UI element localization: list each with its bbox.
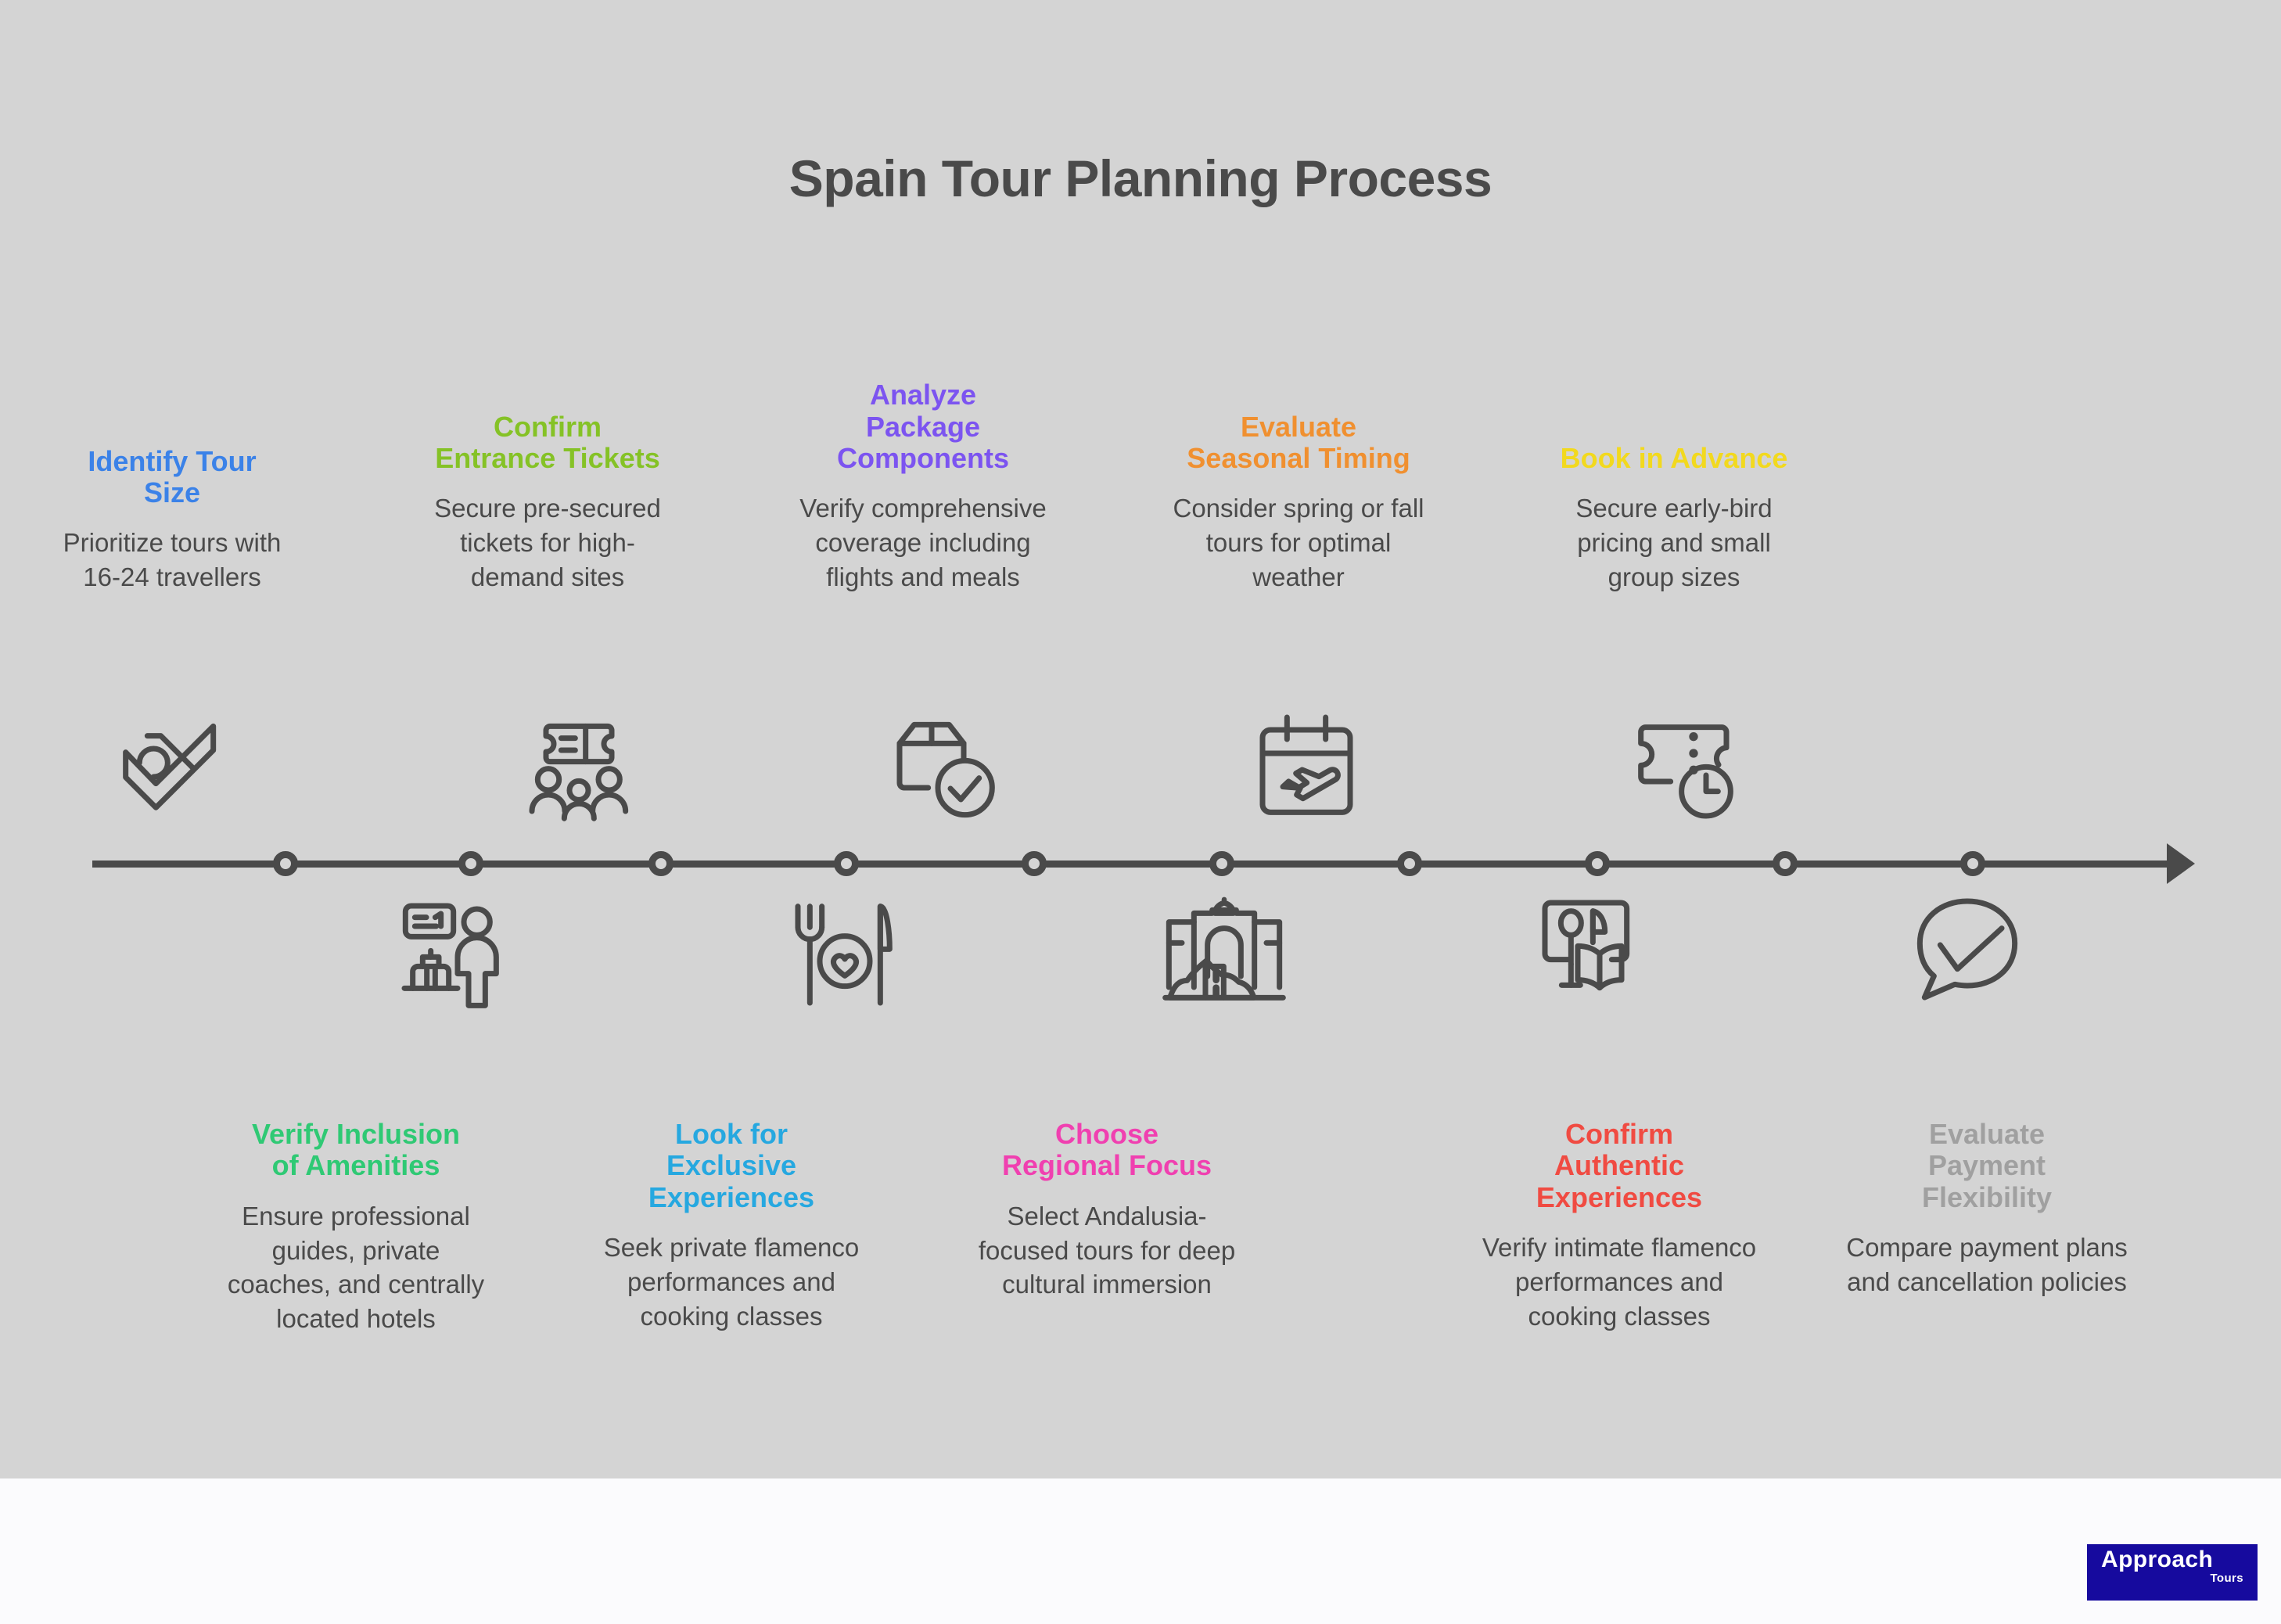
timeline-axis	[92, 861, 2189, 868]
step-top-3-description: Verify comprehensive coverage including …	[799, 494, 1047, 592]
timeline-node-3	[648, 851, 674, 876]
step-top-5: Book in Advance Secure early-bird pricin…	[1545, 368, 1803, 595]
timeline-node-9	[1773, 851, 1798, 876]
step-top-4-label-line1: Evaluate	[1240, 410, 1357, 443]
dining-heart-icon	[771, 892, 919, 1017]
timeline-node-7	[1397, 851, 1422, 876]
step-bottom-3-description: Select Andalusia-focused tours for deep …	[978, 1201, 1236, 1299]
step-top-3-label-line1: Analyze	[869, 379, 977, 411]
step-bottom-4-label-line3: Experiences	[1536, 1180, 1703, 1213]
step-bottom-4-description: Verify intimate flamenco performances an…	[1482, 1232, 1757, 1331]
cooking-class-book-icon	[1525, 884, 1674, 1009]
step-bottom-2-label: Look for Exclusive Experiences	[602, 1118, 860, 1213]
step-bottom-5-label-line1: Evaluate	[1928, 1118, 2046, 1150]
timeline-node-4	[834, 851, 859, 876]
page-title: Spain Tour Planning Process	[788, 149, 1493, 207]
timeline-node-6	[1209, 851, 1234, 876]
timeline-node-8	[1585, 851, 1610, 876]
logo-brand-text: Approach	[2101, 1547, 2214, 1572]
timeline-node-2	[458, 851, 483, 876]
step-bottom-5-label-line2: Payment	[1927, 1149, 2046, 1182]
double-check-icon	[98, 704, 246, 829]
step-bottom-5-label: Evaluate Payment Flexibility	[1838, 1118, 2136, 1213]
step-top-4: Evaluate Seasonal Timing Consider spring…	[1169, 368, 1428, 595]
timeline-arrowhead	[2167, 843, 2195, 884]
step-bottom-4-label: Confirm Authentic Experiences	[1471, 1118, 1768, 1213]
step-bottom-1-description: Ensure professional guides, private coac…	[227, 1201, 485, 1334]
timeline-node-10	[1960, 851, 1985, 876]
chat-check-icon	[1893, 884, 2042, 1009]
step-top-3-label-line3: Components	[837, 442, 1009, 475]
step-bottom-4-label-line1: Confirm	[1565, 1118, 1673, 1150]
step-bottom-3: Choose Regional Focus Select Andalusia-f…	[978, 1118, 1236, 1302]
step-bottom-2-description: Seek private flamenco performances and c…	[603, 1232, 860, 1331]
step-top-2-label-line1: Confirm	[494, 410, 602, 443]
step-bottom-3-label: Choose Regional Focus	[978, 1118, 1236, 1182]
step-top-4-label-line2: Seasonal Timing	[1187, 442, 1410, 475]
tour-guide-luggage-icon	[383, 892, 532, 1017]
step-top-4-description: Consider spring or fall tours for optima…	[1173, 494, 1424, 592]
approach-tours-logo: Approach Tours	[2087, 1544, 2258, 1601]
ticket-group-icon	[505, 700, 653, 825]
step-bottom-4: Confirm Authentic Experiences Verify int…	[1471, 1118, 1768, 1334]
step-bottom-2-label-line2: Exclusive	[666, 1149, 797, 1182]
step-bottom-1-label-line2: of Amenities	[271, 1149, 440, 1182]
step-bottom-3-label-line1: Choose	[1054, 1118, 1158, 1150]
step-top-1-label-line2: Size	[143, 476, 201, 508]
step-top-5-label-line1: Book in Advance	[1560, 442, 1788, 475]
package-verified-icon	[868, 700, 1017, 825]
step-top-2-label: Confirm Entrance Tickets	[418, 411, 677, 475]
step-bottom-1-label: Verify Inclusion of Amenities	[227, 1118, 485, 1182]
step-bottom-4-label-line2: Authentic	[1554, 1149, 1684, 1182]
step-top-3-label-line2: Package	[865, 410, 981, 443]
step-top-2: Confirm Entrance Tickets Secure pre-secu…	[418, 368, 677, 595]
step-top-5-description: Secure early-bird pricing and small grou…	[1575, 494, 1773, 592]
step-top-1-label-line1: Identify Tour	[88, 444, 257, 477]
step-top-1-description: Prioritize tours with 16-24 travellers	[63, 528, 282, 592]
logo-sub-text: Tours	[2210, 1571, 2243, 1585]
step-bottom-2-label-line3: Experiences	[648, 1180, 815, 1213]
step-bottom-2-label-line1: Look for	[675, 1118, 788, 1150]
step-top-1-label: Identify Tour Size	[43, 444, 301, 509]
step-top-1: Identify Tour Size Prioritize tours with…	[43, 368, 301, 595]
step-bottom-5-label-line3: Flexibility	[1921, 1180, 2053, 1213]
step-bottom-1: Verify Inclusion of Amenities Ensure pro…	[227, 1118, 485, 1336]
step-top-2-description: Secure pre-secured tickets for high-dema…	[434, 494, 661, 592]
calendar-flight-icon	[1232, 700, 1381, 825]
step-bottom-1-label-line1: Verify Inclusion	[251, 1118, 461, 1150]
ticket-clock-icon	[1611, 700, 1760, 825]
step-top-3: Analyze Package Components Verify compre…	[794, 297, 1052, 595]
timeline-node-1	[273, 851, 298, 876]
infographic-background	[0, 0, 2281, 1478]
step-bottom-5: Evaluate Payment Flexibility Compare pay…	[1838, 1118, 2136, 1299]
monument-icon	[1150, 884, 1299, 1009]
step-top-2-label-line2: Entrance Tickets	[435, 442, 660, 475]
step-bottom-2: Look for Exclusive Experiences Seek priv…	[602, 1118, 860, 1334]
step-top-3-label: Analyze Package Components	[794, 379, 1052, 474]
timeline-node-5	[1022, 851, 1047, 876]
step-top-5-label: Book in Advance	[1545, 442, 1803, 475]
step-bottom-3-label-line2: Regional Focus	[1001, 1149, 1212, 1182]
step-bottom-5-description: Compare payment plans and cancellation p…	[1846, 1232, 2128, 1296]
step-top-4-label: Evaluate Seasonal Timing	[1169, 411, 1428, 475]
